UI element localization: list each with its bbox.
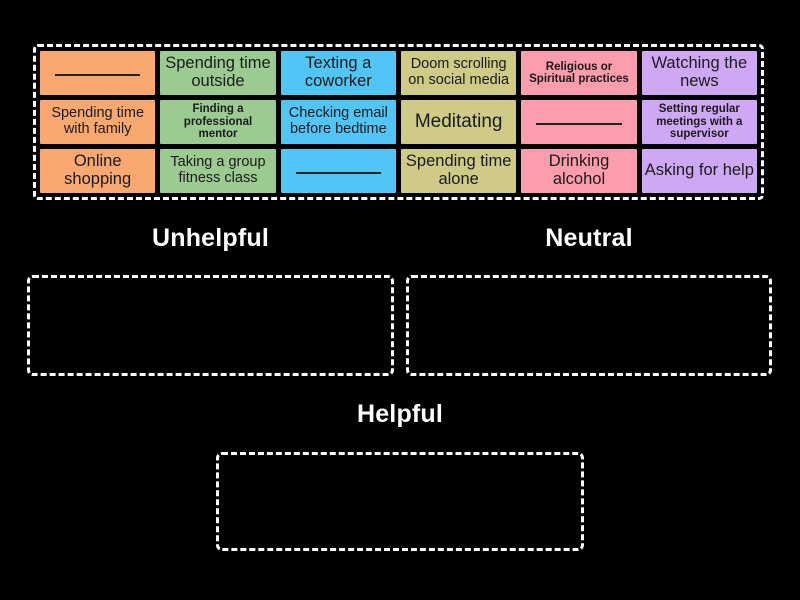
- tile-item[interactable]: Spending time outside: [159, 50, 277, 96]
- tile-label: Finding a professional mentor: [183, 103, 253, 141]
- zone-label-unhelpful: Unhelpful: [151, 224, 270, 252]
- tile-item[interactable]: Texting a coworker: [279, 50, 397, 96]
- tile-item[interactable]: Setting regular meetings with a supervis…: [640, 99, 758, 145]
- tile-item[interactable]: Doom scrolling on social media: [400, 50, 518, 96]
- zone-label-helpful: Helpful: [356, 400, 444, 428]
- tile-item[interactable]: Asking for help: [640, 148, 758, 194]
- drop-zone-unhelpful[interactable]: [27, 275, 394, 376]
- tile-label: Religious or Spiritual practices: [529, 60, 629, 85]
- drop-zone-helpful[interactable]: [216, 452, 584, 551]
- tile-item[interactable]: Taking a group fitness class: [159, 148, 277, 194]
- tile-blank[interactable]: [39, 50, 157, 96]
- tile-blank[interactable]: [279, 148, 397, 194]
- tile-label: Asking for help: [644, 161, 754, 180]
- tile-label: Online shopping: [64, 152, 132, 188]
- tile-item[interactable]: Spending time with family: [39, 99, 157, 145]
- tile-label: Watching the news: [651, 54, 748, 90]
- tile-item[interactable]: Finding a professional mentor: [159, 99, 277, 145]
- tile-label: Setting regular meetings with a supervis…: [656, 103, 743, 141]
- tile-label: Drinking alcohol: [548, 152, 610, 188]
- tile-blank[interactable]: [520, 99, 638, 145]
- tile-item[interactable]: Online shopping: [39, 148, 157, 194]
- tile-label: [536, 123, 622, 125]
- tile-label: [295, 172, 381, 174]
- tile-item[interactable]: Spending time alone: [400, 148, 518, 194]
- tile-label: Doom scrolling on social media: [408, 56, 510, 88]
- tile-label: Checking email before bedtime: [288, 105, 388, 137]
- tile-item[interactable]: Meditating: [400, 99, 518, 145]
- tile-item[interactable]: Watching the news: [640, 50, 758, 96]
- tile-item[interactable]: Checking email before bedtime: [279, 99, 397, 145]
- tile-label: Spending time outside: [165, 54, 271, 90]
- tile-label: [55, 74, 141, 76]
- tile-label: Texting a coworker: [304, 54, 372, 90]
- tile-label: Spending time with family: [51, 105, 145, 137]
- drop-zone-neutral[interactable]: [406, 275, 772, 376]
- tile-item[interactable]: Religious or Spiritual practices: [520, 50, 638, 96]
- zone-label-neutral: Neutral: [545, 224, 633, 252]
- tile-label: Meditating: [414, 110, 503, 132]
- tile-label: Spending time alone: [405, 152, 512, 188]
- tile-label: Taking a group fitness class: [170, 154, 266, 186]
- tile-item[interactable]: Drinking alcohol: [520, 148, 638, 194]
